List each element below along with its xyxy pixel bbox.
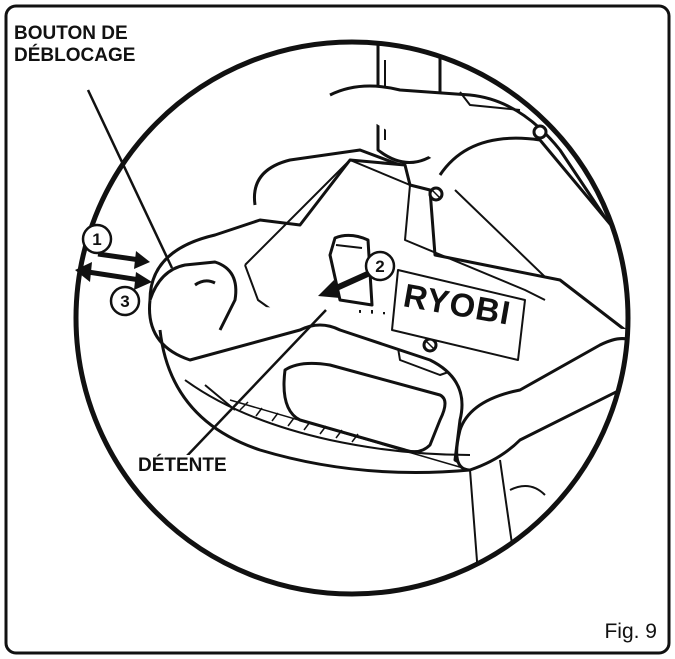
brand-plate <box>391 269 526 361</box>
step-1-number: 1 <box>92 230 101 249</box>
release-button-leader <box>86 89 174 269</box>
arrow-step-1 <box>97 251 150 269</box>
release-button-label-line-1: BOUTON DE <box>14 23 128 44</box>
arrow-step-3 <box>75 262 152 290</box>
arrow-step-2 <box>318 269 374 298</box>
step-3-marker: 3 <box>109 285 141 317</box>
trigger-label: DÉTENTE <box>136 455 229 477</box>
step-2-number: 2 <box>375 257 384 276</box>
step-1-marker: 1 <box>81 223 113 255</box>
trigger-leader <box>184 309 327 459</box>
release-button-label-line-2: DÉBLOCAGE <box>14 45 136 66</box>
step-3-number: 3 <box>120 292 129 311</box>
tool-detail <box>148 42 628 594</box>
release-button-label: BOUTON DE DÉBLOCAGE <box>14 23 136 67</box>
step-2-marker: 2 <box>364 250 396 282</box>
figure-number: Fig. 9 <box>604 620 657 643</box>
detail-circle <box>73 39 631 597</box>
